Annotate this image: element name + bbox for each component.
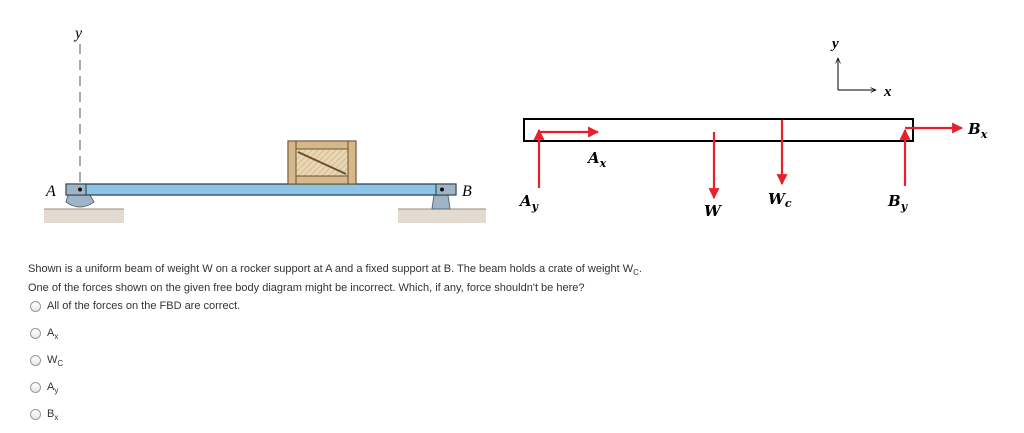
radio-button[interactable] bbox=[30, 300, 41, 312]
force-ay-label: Ay bbox=[518, 192, 540, 213]
question-line-1-end: . bbox=[638, 263, 642, 275]
option-label: W bbox=[47, 354, 58, 366]
ground-right bbox=[398, 209, 486, 223]
option-label-sub: x bbox=[54, 412, 59, 422]
figure: y A B y x bbox=[44, 25, 988, 223]
force-wc-label: Wc bbox=[768, 190, 792, 210]
beam bbox=[65, 183, 457, 196]
force-w-label: W bbox=[704, 202, 723, 220]
option-label-sub: y bbox=[54, 385, 59, 395]
fbd-y-label: y bbox=[830, 36, 839, 52]
force-bx-label: Bx bbox=[967, 120, 988, 141]
question-line-2: One of the forces shown on the given fre… bbox=[28, 282, 585, 294]
fbd-x-label: x bbox=[883, 84, 892, 100]
question-line-1-text: Shown is a uniform beam of weight W on a… bbox=[28, 263, 634, 275]
question-line-1: Shown is a uniform beam of weight W on a… bbox=[28, 262, 642, 277]
radio-button[interactable] bbox=[30, 381, 41, 393]
force-by-label: By bbox=[887, 192, 909, 213]
fbd-beam bbox=[523, 118, 914, 142]
ground-left bbox=[44, 209, 124, 223]
radio-button[interactable] bbox=[30, 354, 41, 366]
option-label: A bbox=[47, 327, 55, 339]
label-b: B bbox=[462, 183, 472, 200]
beam-figure: y A B bbox=[44, 25, 486, 223]
option-label: B bbox=[47, 408, 55, 420]
free-body-diagram: y x Ax Ay W Wc By Bx bbox=[518, 36, 988, 220]
option-label: All of the forces on the FBD are correct… bbox=[47, 300, 241, 312]
option-label-sub: x bbox=[54, 331, 59, 341]
label-a: A bbox=[45, 183, 56, 200]
radio-button[interactable] bbox=[30, 327, 41, 339]
radio-button[interactable] bbox=[30, 408, 41, 420]
y-axis-label: y bbox=[73, 25, 83, 42]
fixed-support bbox=[431, 194, 451, 210]
crate bbox=[287, 140, 357, 185]
force-ax-label: Ax bbox=[586, 149, 607, 170]
rocker-support bbox=[65, 194, 95, 208]
option-all-correct[interactable]: All of the forces on the FBD are correct… bbox=[30, 300, 240, 312]
option-label: A bbox=[47, 381, 55, 393]
option-label-sub: C bbox=[57, 358, 64, 368]
question-line-1-sub: C bbox=[633, 268, 639, 277]
